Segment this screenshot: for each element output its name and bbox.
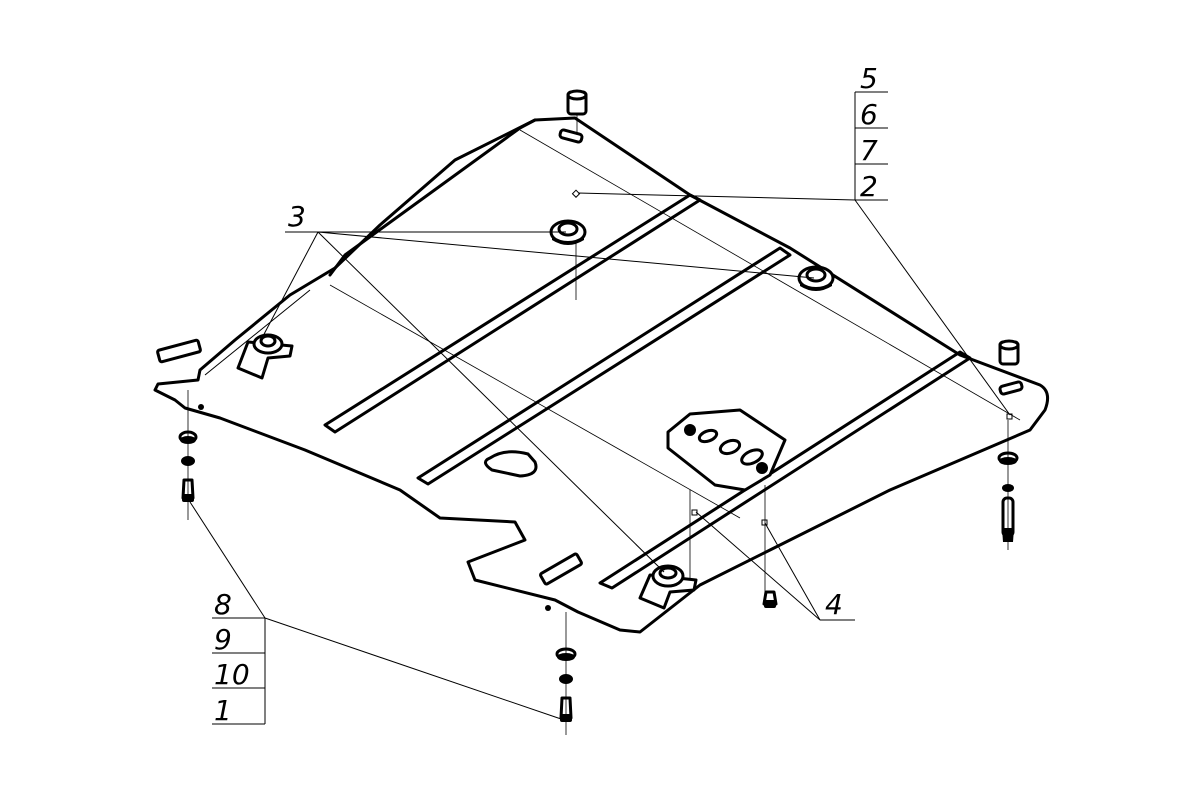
bottom-hole — [545, 605, 551, 611]
top-marker — [571, 189, 581, 198]
rib-2 — [416, 246, 792, 486]
rib-3 — [598, 350, 972, 590]
spacer-right — [998, 339, 1020, 366]
bracket-bottom — [638, 564, 698, 610]
bracket-left — [236, 333, 294, 380]
callout-label: 1 — [214, 694, 232, 727]
rib-1 — [323, 193, 702, 434]
hardware — [156, 89, 1020, 735]
callout-label: 5 — [860, 62, 878, 95]
callout-table-lower-left: 8 9 10 1 — [212, 588, 266, 727]
access-cover-screw-1 — [684, 424, 696, 436]
callout-label-3: 3 — [288, 200, 306, 233]
spacer-top — [566, 89, 588, 116]
callout-label: 7 — [860, 134, 878, 167]
access-cover-hole-3 — [740, 448, 764, 466]
callout-table-upper-right: 5 6 7 2 — [854, 62, 888, 203]
clamp-plate-bottom — [539, 552, 583, 586]
plate-top-slope — [328, 118, 537, 277]
plate-slot — [484, 450, 538, 478]
plate-nuts — [236, 219, 835, 610]
access-cover-screw-2 — [756, 462, 768, 474]
plate-left-flange — [204, 289, 311, 376]
leader-lines — [189, 129, 1021, 721]
nut-top — [549, 219, 587, 245]
clamp-plate-left — [156, 338, 202, 364]
callout-label: 2 — [860, 170, 878, 203]
right-mount-slot — [998, 380, 1024, 396]
callout-label: 6 — [860, 98, 878, 131]
center-marker-2 — [761, 519, 768, 526]
access-cover — [666, 408, 787, 492]
skid-plate — [153, 116, 1050, 634]
callout-label-4: 4 — [825, 588, 843, 621]
callout-label: 8 — [214, 588, 232, 621]
access-cover-hole-2 — [718, 438, 742, 456]
nut-right — [797, 265, 835, 291]
top-mount-slot — [558, 128, 584, 144]
plate-outline — [153, 116, 1050, 634]
callout-label: 9 — [214, 623, 232, 656]
screw-small — [762, 590, 778, 608]
access-cover-hole-1 — [697, 428, 719, 444]
callout-label: 10 — [214, 658, 250, 691]
left-hole — [198, 404, 204, 410]
